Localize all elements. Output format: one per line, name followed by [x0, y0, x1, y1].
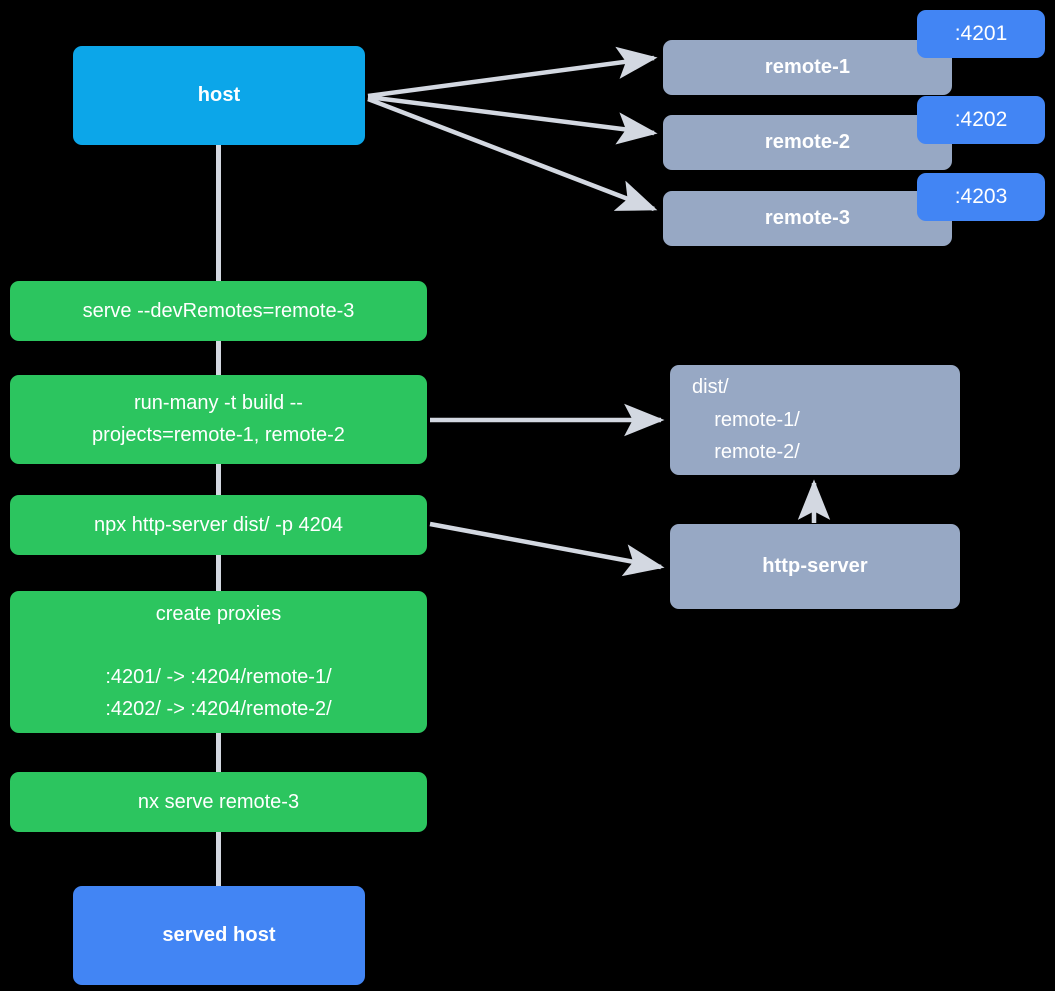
badge-port-4202: :4202	[917, 96, 1045, 144]
connector-proxies-to-nxserve	[216, 728, 221, 774]
connector-nxserve-to-servedhost	[216, 830, 221, 890]
node-served-host[interactable]: served host	[73, 886, 365, 985]
edge-npx-to-httpserver	[429, 521, 665, 577]
node-command-serve-devremotes[interactable]: serve --devRemotes=remote-3	[10, 281, 427, 341]
edge-host-to-remote-1	[367, 46, 658, 99]
connector-npx-to-proxies	[216, 550, 221, 596]
node-command-npx-http-server-label: npx http-server dist/ -p 4204	[93, 514, 343, 536]
node-dist-folder-label: dist/ remote-1/ remote-2/	[692, 376, 800, 464]
badge-port-4203: :4203	[917, 173, 1045, 221]
node-remote-3[interactable]: remote-3	[663, 191, 952, 246]
node-command-run-many-build-label: run-many -t build -- projects=remote-1, …	[92, 391, 345, 446]
node-served-host-label: served host	[162, 924, 276, 946]
node-host[interactable]: host	[73, 46, 365, 145]
node-remote-2-label: remote-2	[764, 131, 851, 153]
badge-port-4202-label: :4202	[954, 108, 1008, 132]
edge-host-to-remote-3	[367, 96, 658, 212]
node-remote-2[interactable]: remote-2	[663, 115, 952, 170]
connector-runmany-to-npx	[216, 455, 221, 499]
node-dist-folder[interactable]: dist/ remote-1/ remote-2/	[670, 365, 960, 475]
node-http-server-label: http-server	[762, 555, 868, 577]
badge-port-4201: :4201	[917, 10, 1045, 58]
connector-host-to-serve	[216, 140, 221, 286]
badge-port-4203-label: :4203	[954, 185, 1008, 209]
node-host-label: host	[197, 84, 241, 106]
node-command-npx-http-server[interactable]: npx http-server dist/ -p 4204	[10, 495, 427, 555]
node-remote-1-label: remote-1	[764, 56, 851, 78]
node-remote-3-label: remote-3	[764, 207, 851, 229]
node-remote-1[interactable]: remote-1	[663, 40, 952, 95]
connector-serve-to-runmany	[216, 336, 221, 382]
node-command-create-proxies-label: create proxies :4201/ -> :4204/remote-1/…	[105, 602, 332, 720]
node-command-create-proxies[interactable]: create proxies :4201/ -> :4204/remote-1/…	[10, 591, 427, 733]
node-command-nx-serve-remote-3-label: nx serve remote-3	[137, 791, 300, 813]
edge-host-to-remote-2	[367, 94, 658, 145]
node-command-serve-devremotes-label: serve --devRemotes=remote-3	[82, 300, 355, 322]
node-command-nx-serve-remote-3[interactable]: nx serve remote-3	[10, 772, 427, 832]
node-command-run-many-build[interactable]: run-many -t build -- projects=remote-1, …	[10, 375, 427, 464]
node-http-server[interactable]: http-server	[670, 524, 960, 609]
badge-port-4201-label: :4201	[954, 22, 1008, 46]
